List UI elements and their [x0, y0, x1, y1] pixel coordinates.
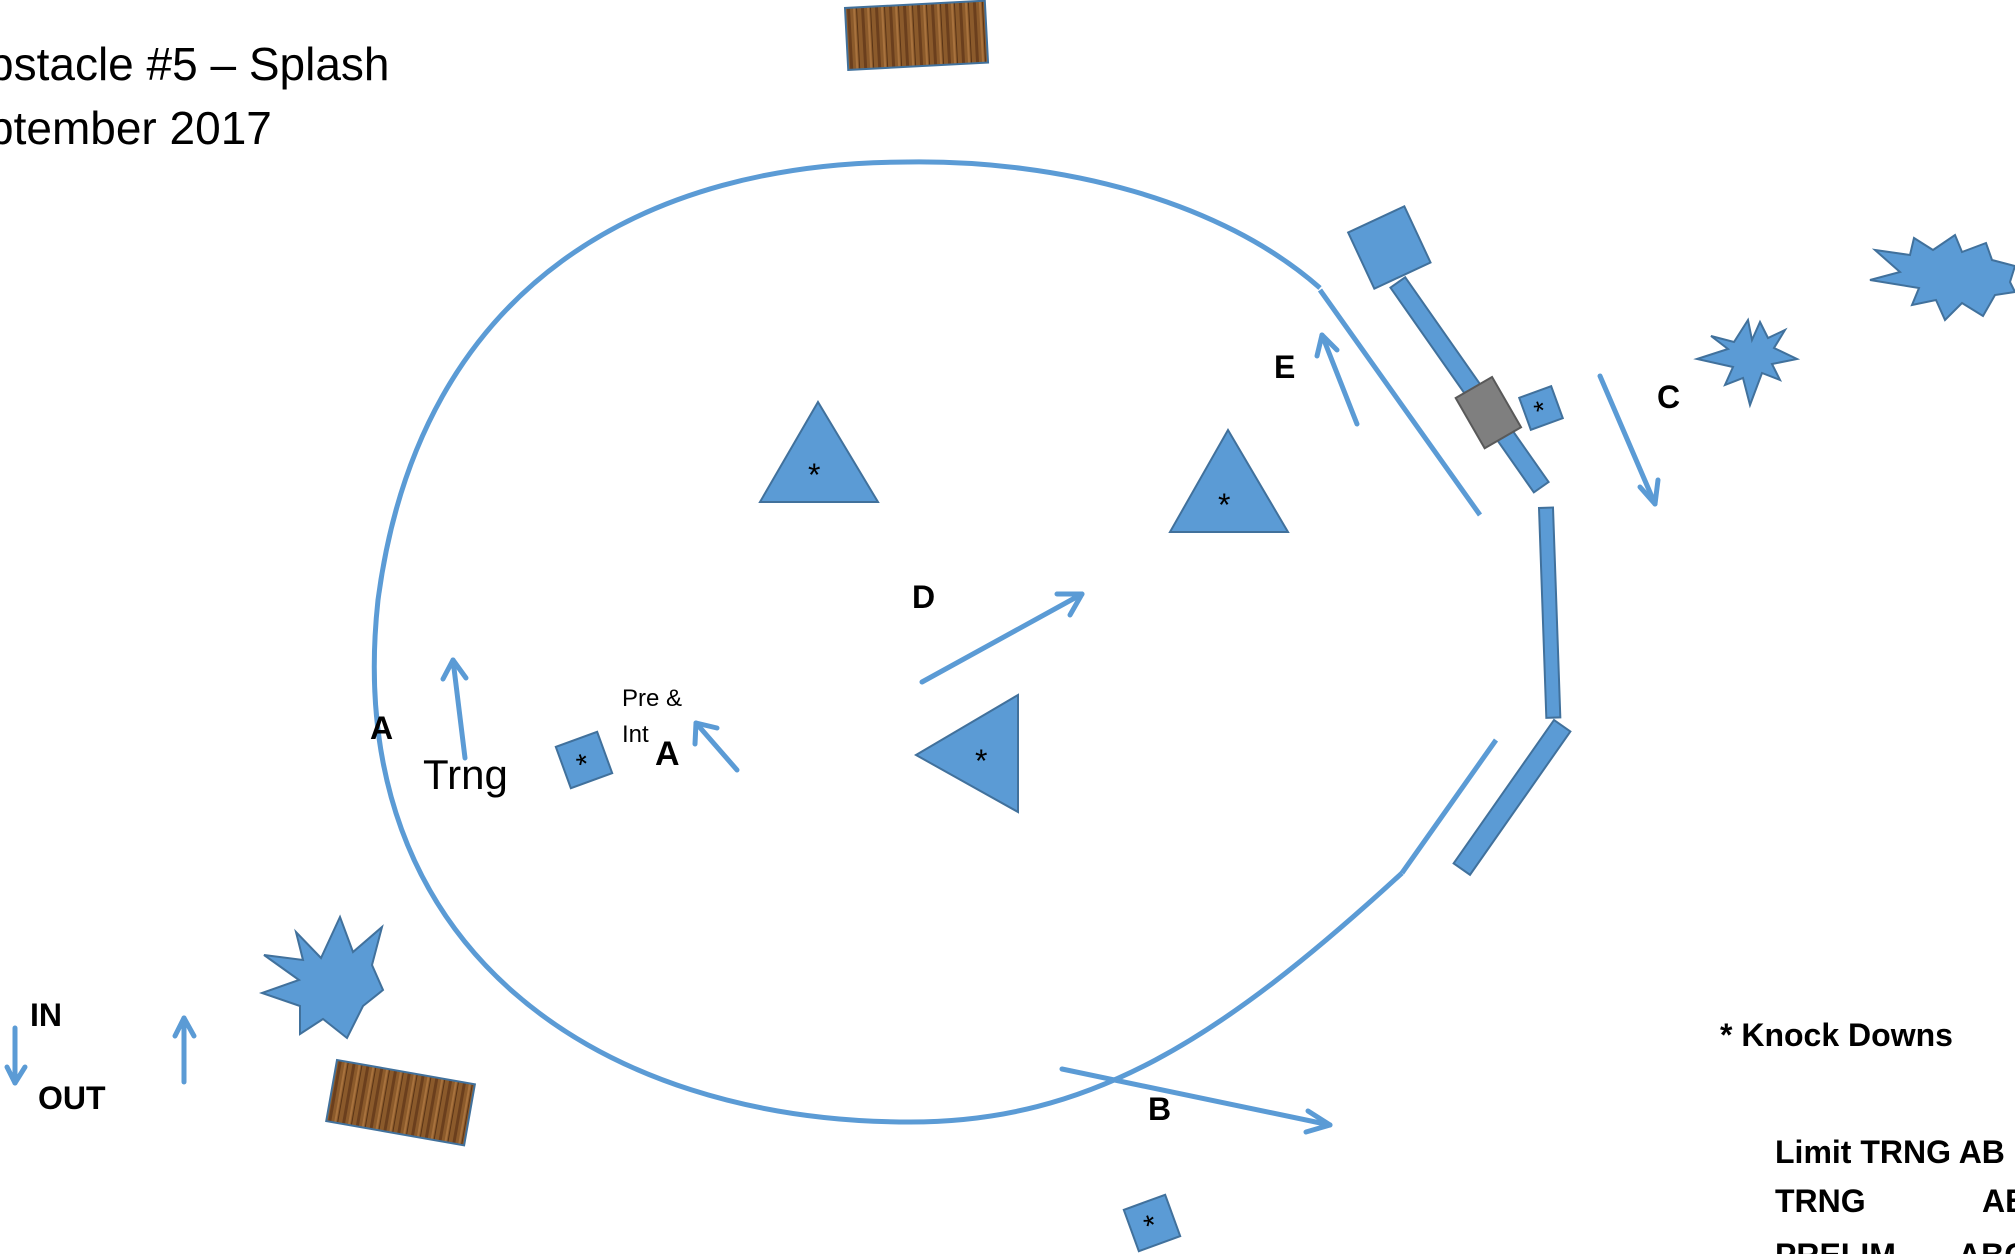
course-date-line2: ptember 2017: [0, 102, 272, 154]
arrow-in: [4, 1025, 28, 1086]
tunnel-board-middle: [1537, 506, 1562, 719]
starburst-medium-right: [1693, 317, 1801, 409]
label-a-inner: A: [655, 735, 680, 773]
class-row-trng-name: TRNG: [1775, 1183, 1866, 1219]
triangle-obstacle-center: [913, 693, 1019, 814]
gate-line-upper: [1317, 288, 1483, 517]
label-out: OUT: [38, 1080, 106, 1116]
wood-panel-top: [843, 0, 990, 71]
triangle-obstacle-upper-right: [1168, 428, 1290, 533]
class-row-trng-value: AB: [1982, 1183, 2015, 1219]
starburst-right-edge: [1869, 233, 2015, 322]
triangle-obstacle-upper-left: [758, 400, 880, 503]
arrow-trng: [440, 657, 469, 761]
label-b: B: [1148, 1091, 1171, 1127]
legend-knock-downs: * Knock Downs: [1720, 1017, 1953, 1053]
class-row-prelim-value: ABC: [1958, 1237, 2015, 1254]
tunnel-board-lower: [1452, 718, 1572, 877]
knockdown-square-inner: *: [554, 730, 614, 790]
knockdown-mark: *: [1218, 487, 1230, 523]
course-title-line1: bstacle #5 – Splash: [0, 38, 390, 90]
starburst-large-left: [258, 914, 385, 1040]
label-in: IN: [30, 997, 62, 1033]
wood-panel-bottom: [325, 1058, 477, 1147]
gray-block: [1454, 375, 1523, 450]
class-row-limit-trng: Limit TRNG AB: [1775, 1134, 2005, 1170]
label-pre-int-line2: Int: [622, 721, 649, 748]
arrow-d: [919, 591, 1085, 685]
ring-fence: [371, 159, 1404, 1125]
arrow-pre-int: [692, 720, 740, 773]
knockdown-mark: *: [975, 743, 987, 779]
label-e: E: [1274, 349, 1295, 385]
knockdown-mark: *: [808, 457, 820, 493]
knockdown-square-bottom: *: [1122, 1193, 1182, 1253]
gate-line-lower: [1399, 738, 1499, 875]
class-row-prelim-name: PRELIM: [1775, 1237, 1896, 1254]
label-d: D: [912, 579, 935, 615]
tunnel-board-upper: [1389, 275, 1550, 494]
label-c: C: [1657, 379, 1680, 415]
label-trng: Trng: [423, 751, 508, 798]
arrow-b: [1059, 1066, 1333, 1135]
arrow-e: [1314, 332, 1360, 427]
label-pre-int-line1: Pre &: [622, 685, 682, 712]
chute-end-block: [1346, 204, 1432, 291]
arrow-c: [1597, 373, 1661, 507]
label-a-left: A: [370, 710, 393, 746]
arrow-out: [172, 1015, 197, 1085]
knockdown-square-chute: *: [1517, 384, 1565, 432]
